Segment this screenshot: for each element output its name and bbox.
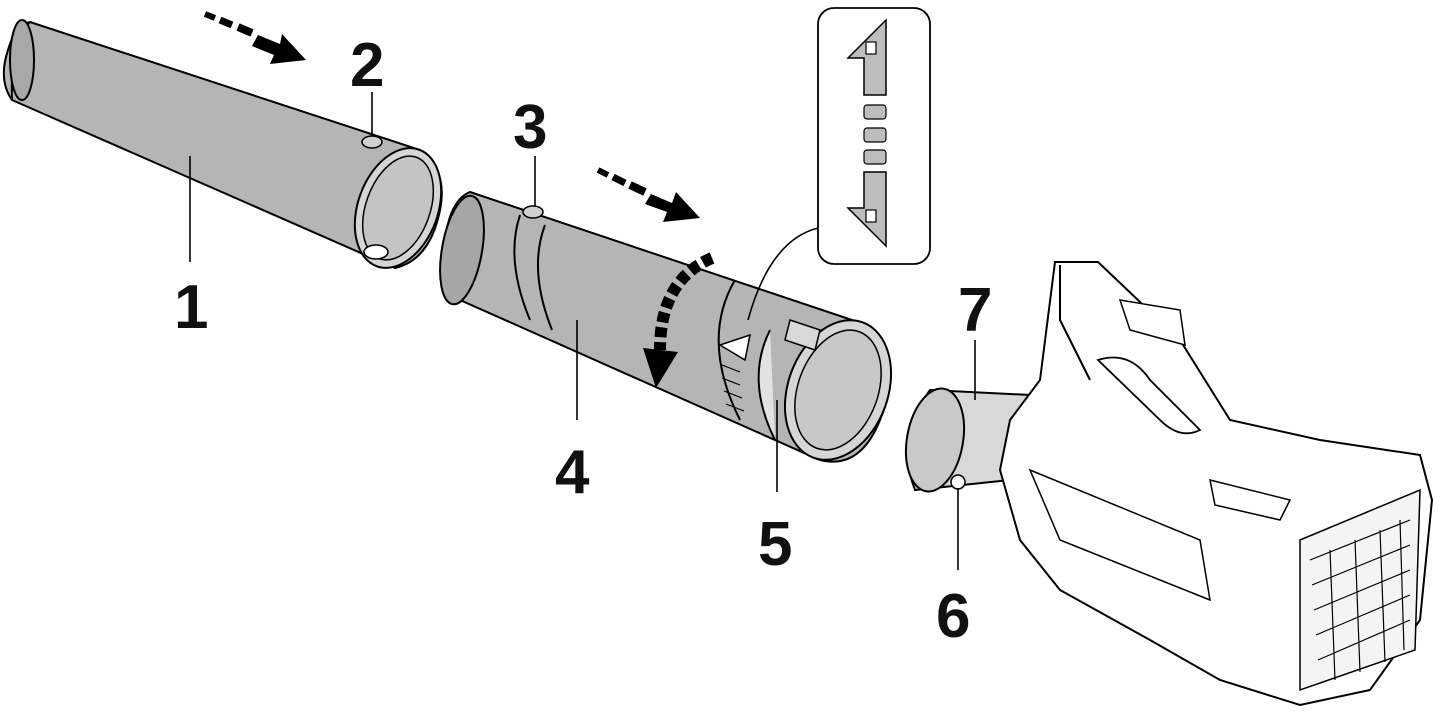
callout-2: 2 [350, 31, 384, 100]
nozzle-pipe [2, 19, 443, 270]
callout-3: 3 [513, 93, 547, 162]
leader-lines [189, 92, 976, 570]
pin-hole-2 [361, 135, 383, 149]
callout-1: 1 [174, 273, 208, 342]
callout-6: 6 [936, 582, 970, 651]
arrow-right-icon [596, 167, 700, 222]
blower-body [904, 261, 1434, 707]
unlock-icon [846, 18, 887, 96]
pin-hole-6 [950, 474, 966, 490]
arrow-right-icon [203, 11, 306, 64]
extension-pipe [439, 190, 893, 463]
lock-mark-icon [718, 333, 751, 362]
callout-7: 7 [958, 276, 992, 345]
lock-icon [846, 171, 887, 248]
callout-4: 4 [555, 438, 590, 507]
pin-3 [522, 205, 544, 219]
rotate-arrow-icon [643, 252, 715, 388]
lock-detail-inset [747, 7, 931, 321]
callout-5: 5 [758, 510, 792, 579]
